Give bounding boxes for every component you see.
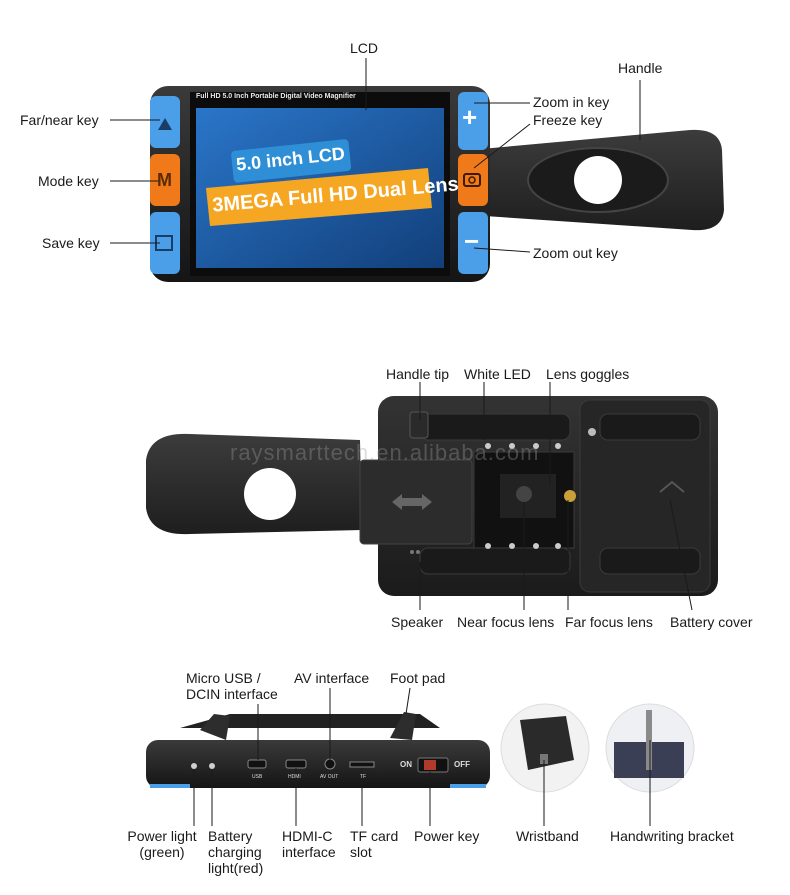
- label-handwriting-bracket: Handwriting bracket: [610, 828, 734, 844]
- label-handle: Handle: [618, 60, 663, 76]
- camera-icon: [463, 173, 481, 187]
- label-lcd: LCD: [350, 40, 379, 56]
- label-mode-key: Mode key: [38, 173, 99, 189]
- mark-av: AV OUT: [320, 774, 339, 780]
- mode-key-glyph: M: [157, 170, 172, 190]
- handle-tip: [409, 411, 429, 439]
- label-white-led: White LED: [464, 366, 531, 382]
- label-speaker: Speaker: [391, 614, 444, 630]
- label-av-interface: AV interface: [294, 670, 370, 686]
- mode-key[interactable]: [150, 154, 180, 206]
- label-save-key: Save key: [42, 235, 100, 251]
- zoom-out-glyph: −: [464, 226, 480, 256]
- label-battery-cover: Battery cover: [670, 614, 753, 630]
- front-handle: [470, 129, 724, 231]
- power-light: [191, 763, 197, 769]
- label-far-focus-lens: Far focus lens: [565, 614, 653, 630]
- back-handle: [146, 411, 473, 545]
- label-power-light: Power light (green): [127, 828, 197, 860]
- label-handle-tip: Handle tip: [386, 366, 450, 382]
- label-lens-goggles: Lens goggles: [546, 366, 630, 382]
- freeze-key[interactable]: [458, 154, 488, 206]
- label-battery-light: Battery charging light(red): [208, 828, 264, 876]
- label-near-focus-lens: Near focus lens: [457, 614, 555, 630]
- label-freeze-key: Freeze key: [533, 112, 603, 128]
- label-hdmi: HDMI-C interface: [282, 828, 336, 860]
- side-device: [146, 712, 490, 788]
- mark-usb: USB: [252, 774, 263, 780]
- mark-on: ON: [400, 760, 412, 769]
- back-device-body: [378, 396, 718, 596]
- wristband-closeup: [500, 703, 590, 793]
- battery-light: [209, 763, 215, 769]
- mark-hdmi: HDMI: [288, 774, 301, 780]
- mark-off: OFF: [454, 760, 470, 769]
- label-zoom-out-key: Zoom out key: [533, 245, 618, 261]
- foot-pad: [390, 712, 416, 740]
- power-switch: [424, 760, 436, 770]
- double-arrow-icon: [392, 494, 432, 510]
- label-tf-card: TF card slot: [350, 828, 399, 860]
- near-focus-lens: [516, 486, 532, 502]
- tf-slot: [349, 761, 375, 768]
- lcd-banner: [206, 139, 432, 226]
- white-led-row: [485, 443, 561, 549]
- far-focus-lens: [564, 490, 576, 502]
- label-far-near-key: Far/near key: [20, 112, 99, 128]
- mark-tf: TF: [360, 774, 367, 780]
- usb-port: [247, 759, 267, 769]
- screen-header: Full HD 5.0 Inch Portable Digital Video …: [196, 93, 356, 100]
- zoom-out-key[interactable]: [458, 212, 488, 274]
- hdmi-port: [285, 759, 307, 769]
- far-near-key[interactable]: [150, 96, 180, 148]
- label-zoom-in-key: Zoom in key: [533, 94, 610, 110]
- zoom-in-glyph: +: [462, 102, 478, 132]
- zoom-in-key[interactable]: [458, 92, 488, 150]
- watermark: raysmarttech.en.alibaba.com: [230, 440, 540, 465]
- label-power-key: Power key: [414, 828, 480, 844]
- leader-lines: [110, 58, 693, 826]
- triangle-icon: [158, 118, 172, 130]
- label-micro-usb: Micro USB / DCIN interface: [186, 670, 278, 702]
- av-port: [324, 758, 336, 770]
- label-wristband: Wristband: [516, 828, 579, 844]
- label-foot-pad: Foot pad: [390, 670, 446, 686]
